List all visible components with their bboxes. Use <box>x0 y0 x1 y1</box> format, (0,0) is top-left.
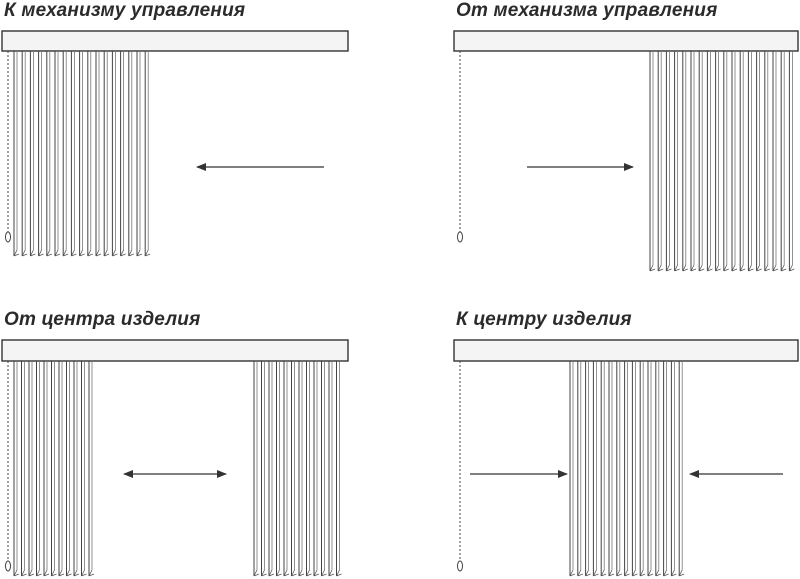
slat <box>66 361 72 577</box>
slat <box>328 361 335 577</box>
slat <box>739 51 746 272</box>
slat <box>46 51 52 257</box>
control-cord <box>5 51 11 243</box>
slat-group <box>569 361 685 577</box>
slat <box>28 361 35 577</box>
slat <box>276 361 282 577</box>
slat <box>780 51 787 272</box>
top-rail <box>453 339 799 362</box>
slat <box>631 361 638 577</box>
panel-from-center <box>1 339 349 577</box>
slat <box>321 361 327 577</box>
slat <box>38 51 44 257</box>
slat <box>29 51 36 257</box>
slat <box>670 361 677 577</box>
slat-group <box>13 51 151 257</box>
slat <box>70 51 77 257</box>
top-rail <box>453 30 799 52</box>
slat <box>144 51 151 257</box>
slat <box>291 361 297 577</box>
slat <box>600 361 607 577</box>
slat <box>128 51 134 257</box>
slat-group <box>253 361 342 577</box>
slat <box>655 361 661 577</box>
slat <box>706 51 713 272</box>
slat <box>54 51 61 257</box>
slat <box>13 361 20 577</box>
slat <box>298 361 305 577</box>
panel-to-center <box>453 339 799 577</box>
slat <box>698 51 705 272</box>
slat <box>592 361 599 577</box>
panel-title-to-mechanism: К механизму управления <box>4 0 246 21</box>
panel-to-mechanism <box>1 30 349 257</box>
slat <box>87 51 93 257</box>
slat <box>111 51 118 257</box>
slat <box>21 361 27 577</box>
slat <box>136 51 143 257</box>
slat <box>647 361 654 577</box>
slat <box>577 361 583 577</box>
slat <box>678 361 685 577</box>
slat <box>120 51 126 257</box>
slat <box>624 361 630 577</box>
slat <box>764 51 770 272</box>
slat <box>58 361 65 577</box>
slat <box>36 361 42 577</box>
slat <box>639 361 646 577</box>
slat <box>103 51 110 257</box>
slat <box>674 51 680 272</box>
slat <box>665 51 672 272</box>
slat-group <box>13 361 95 577</box>
slat <box>21 51 28 257</box>
slat <box>616 361 622 577</box>
slat <box>657 51 664 272</box>
panel-title-from-center: От центра изделия <box>4 309 201 330</box>
panel-from-mechanism <box>453 30 799 272</box>
slat-group <box>649 51 795 272</box>
top-rail <box>1 30 349 52</box>
slat <box>306 361 312 577</box>
slat <box>682 51 688 272</box>
slat <box>95 51 102 257</box>
slat <box>731 51 738 272</box>
slat <box>747 51 754 272</box>
control-cord <box>457 51 463 243</box>
slat <box>62 51 69 257</box>
control-cord <box>5 361 11 572</box>
slat <box>253 361 260 577</box>
slat <box>772 51 779 272</box>
slat <box>88 361 95 577</box>
slat <box>81 361 87 577</box>
control-cord <box>457 361 463 572</box>
slat <box>585 361 591 577</box>
panel-title-from-mechanism: От механизма управления <box>456 0 718 21</box>
top-rail <box>1 339 349 362</box>
slat <box>690 51 697 272</box>
slat <box>715 51 721 272</box>
slat <box>268 361 275 577</box>
slat <box>51 361 57 577</box>
slat <box>43 361 50 577</box>
slat <box>283 361 290 577</box>
slat <box>313 361 320 577</box>
slat <box>788 51 795 272</box>
slat <box>73 361 80 577</box>
slat <box>608 361 615 577</box>
slat <box>723 51 729 272</box>
slat <box>336 361 342 577</box>
slat <box>13 51 20 257</box>
panel-title-to-center: К центру изделия <box>456 309 632 330</box>
slat <box>569 361 576 577</box>
slat <box>756 51 762 272</box>
slat <box>649 51 656 272</box>
slat <box>663 361 669 577</box>
slat <box>261 361 267 577</box>
slat <box>79 51 85 257</box>
